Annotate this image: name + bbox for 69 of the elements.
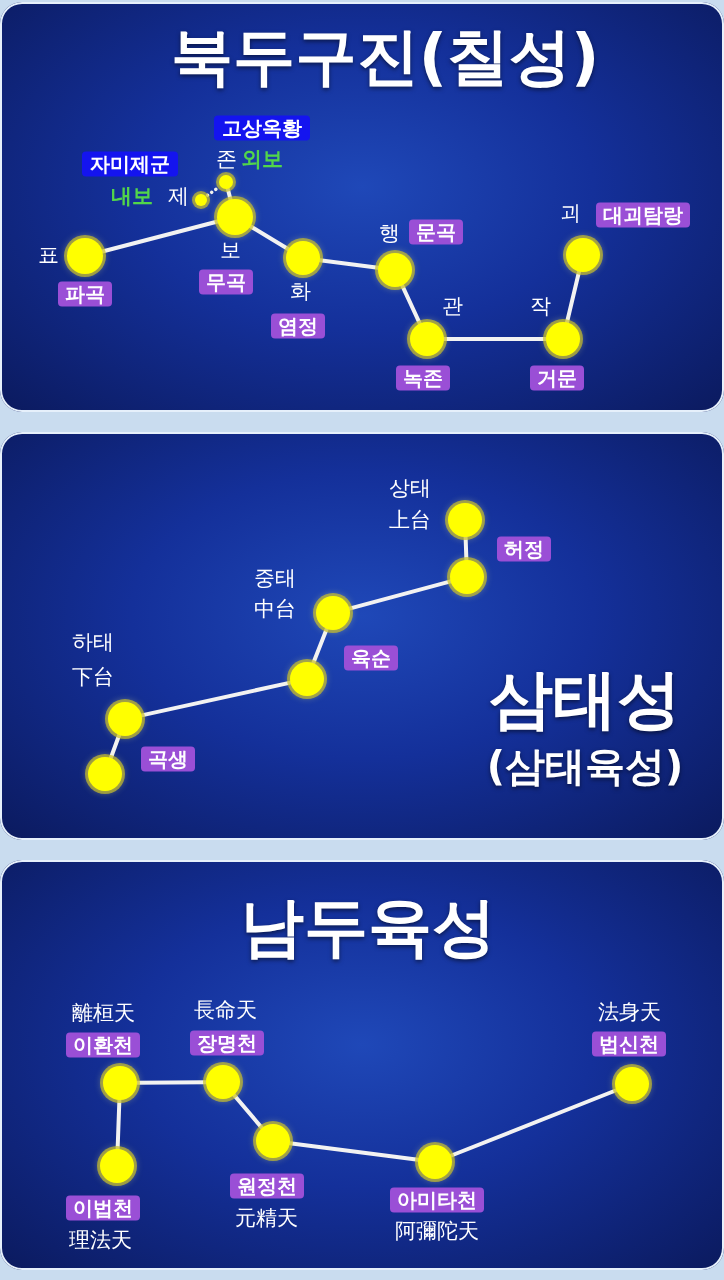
star-name: 離桓天 bbox=[71, 1000, 135, 1026]
name-tag: 녹존 bbox=[396, 365, 450, 391]
star-dot bbox=[450, 560, 484, 594]
star-dot bbox=[100, 1149, 134, 1183]
star-name: 표 bbox=[37, 242, 59, 268]
name-tag: 대괴탐랑 bbox=[596, 202, 690, 228]
constellation-panel bbox=[0, 860, 724, 1270]
star-subname: 내보 bbox=[111, 183, 153, 209]
star-name: 下台 bbox=[72, 664, 114, 690]
star-dot bbox=[88, 757, 122, 791]
star-name: 中台 bbox=[254, 596, 296, 622]
star-dot bbox=[103, 1066, 137, 1100]
title-tag: 자미제군 bbox=[82, 151, 178, 177]
name-tag: 이환천 bbox=[66, 1032, 140, 1058]
star-dot bbox=[217, 199, 253, 235]
title-tag: 고상옥황 bbox=[214, 115, 310, 141]
name-tag: 육순 bbox=[344, 645, 398, 671]
star-dot bbox=[566, 238, 600, 272]
star-dot bbox=[67, 238, 103, 274]
star-dot bbox=[410, 322, 444, 356]
star-dot bbox=[615, 1067, 649, 1101]
star-dot bbox=[546, 322, 580, 356]
constellation-panel bbox=[0, 432, 724, 840]
name-tag: 법신천 bbox=[592, 1031, 666, 1057]
star-dot bbox=[256, 1124, 290, 1158]
star-dot bbox=[286, 241, 320, 275]
star-dot bbox=[195, 194, 207, 206]
star-dot bbox=[290, 662, 324, 696]
star-name: 화 bbox=[289, 278, 311, 304]
star-name: 행 bbox=[378, 220, 400, 246]
star-dot bbox=[448, 503, 482, 537]
name-tag: 원정천 bbox=[230, 1173, 304, 1199]
name-tag: 장명천 bbox=[190, 1030, 264, 1056]
star-name: 阿彌陀天 bbox=[395, 1218, 479, 1244]
name-tag: 무곡 bbox=[199, 269, 253, 295]
panel-title: 북두구진(칠성) bbox=[170, 21, 600, 93]
name-tag: 아미타천 bbox=[390, 1187, 484, 1213]
name-tag: 곡생 bbox=[141, 746, 195, 772]
star-name: 上台 bbox=[389, 507, 431, 533]
name-tag: 허정 bbox=[497, 536, 551, 562]
star-name: 하태 bbox=[72, 629, 114, 655]
star-name: 중태 bbox=[254, 565, 296, 591]
star-name: 괴 bbox=[559, 200, 581, 226]
panel-title: (삼태육성) bbox=[486, 743, 684, 789]
star-dot bbox=[219, 175, 233, 189]
star-dot bbox=[378, 253, 412, 287]
star-dot bbox=[316, 596, 350, 630]
name-tag: 문곡 bbox=[409, 219, 463, 245]
star-name: 보 bbox=[219, 237, 241, 263]
constellation-panel bbox=[0, 2, 724, 412]
panel-title: 남두육성 bbox=[240, 891, 496, 965]
star-name: 작 bbox=[529, 293, 551, 319]
star-dot bbox=[418, 1145, 452, 1179]
star-name: 長命天 bbox=[193, 997, 257, 1023]
star-name: 元精天 bbox=[234, 1205, 298, 1231]
name-tag: 거문 bbox=[530, 365, 584, 391]
star-name: 제 bbox=[167, 183, 189, 209]
panel-title: 삼태성 bbox=[489, 663, 681, 737]
star-name: 理法天 bbox=[68, 1227, 132, 1253]
star-name: 상태 bbox=[389, 475, 431, 501]
star-name: 존 bbox=[215, 146, 237, 172]
name-tag: 염정 bbox=[271, 313, 325, 339]
star-subname: 외보 bbox=[241, 146, 283, 172]
star-dot bbox=[206, 1065, 240, 1099]
name-tag: 파곡 bbox=[58, 281, 112, 307]
star-dot bbox=[108, 702, 142, 736]
star-name: 法身天 bbox=[597, 999, 661, 1025]
name-tag: 이법천 bbox=[66, 1195, 140, 1221]
star-name: 관 bbox=[441, 293, 463, 319]
